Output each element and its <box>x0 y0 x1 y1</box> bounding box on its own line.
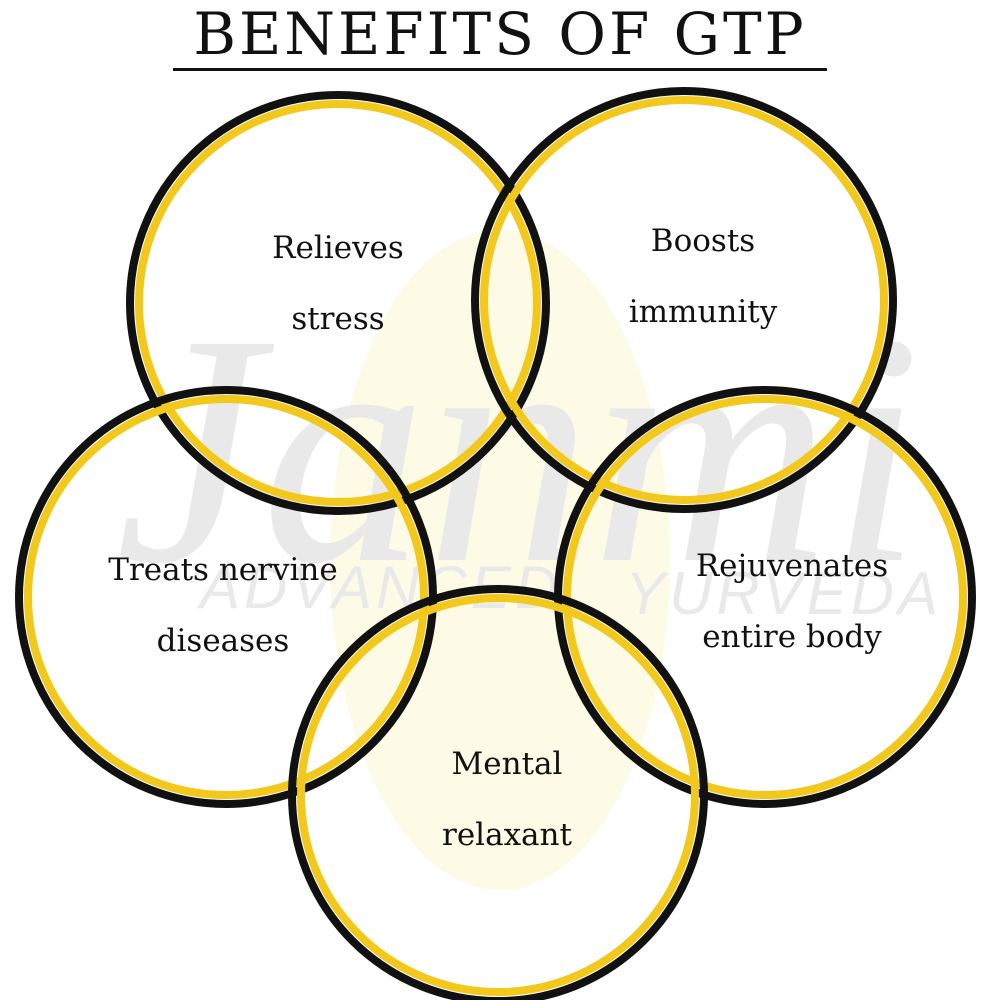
benefit-line-1: Boosts <box>650 223 756 259</box>
benefit-line-2: stress <box>291 301 385 337</box>
watermark: Janmi ADVANCED YURVEDA <box>115 230 942 890</box>
page-title: BENEFITS OF GTP <box>193 0 807 68</box>
circle-boosts-immunity <box>471 87 897 513</box>
circle-mental-relaxant <box>288 585 708 1000</box>
benefit-label-relieves-stress: Relieves stress <box>188 213 488 355</box>
watermark-brand: Janmi <box>115 267 921 632</box>
benefit-line-1: Treats nervine <box>108 552 338 588</box>
watermark-leaf <box>330 230 670 890</box>
benefit-line-2: immunity <box>628 294 778 330</box>
ring-outer <box>471 87 897 513</box>
ring-inner <box>297 594 699 996</box>
ring-outer <box>126 91 550 515</box>
ring-outer <box>288 585 708 1000</box>
circle-relieves-stress <box>126 91 550 515</box>
benefit-line-1: Mental <box>451 746 563 782</box>
benefit-label-mental-relaxant: Mental relaxant <box>357 729 657 871</box>
benefit-line-1: Relieves <box>272 230 404 266</box>
benefit-line-2: entire body <box>702 619 882 655</box>
benefit-label-boosts-immunity: Boosts immunity <box>553 206 853 348</box>
watermark-tagline-right: YURVEDA <box>625 560 942 627</box>
benefit-line-2: diseases <box>156 623 290 659</box>
title-underline <box>173 68 827 71</box>
benefit-line-2: relaxant <box>442 817 572 853</box>
ring-inner <box>135 100 541 506</box>
benefit-label-treats-nervine-diseases: Treats nervine diseases <box>73 535 373 677</box>
benefit-line-1: Rejuvenates <box>695 548 889 584</box>
ring-inner <box>480 96 888 504</box>
benefit-label-rejuvenates-entire-body: Rejuvenates entire body <box>642 531 942 673</box>
ring-inner <box>24 395 428 799</box>
